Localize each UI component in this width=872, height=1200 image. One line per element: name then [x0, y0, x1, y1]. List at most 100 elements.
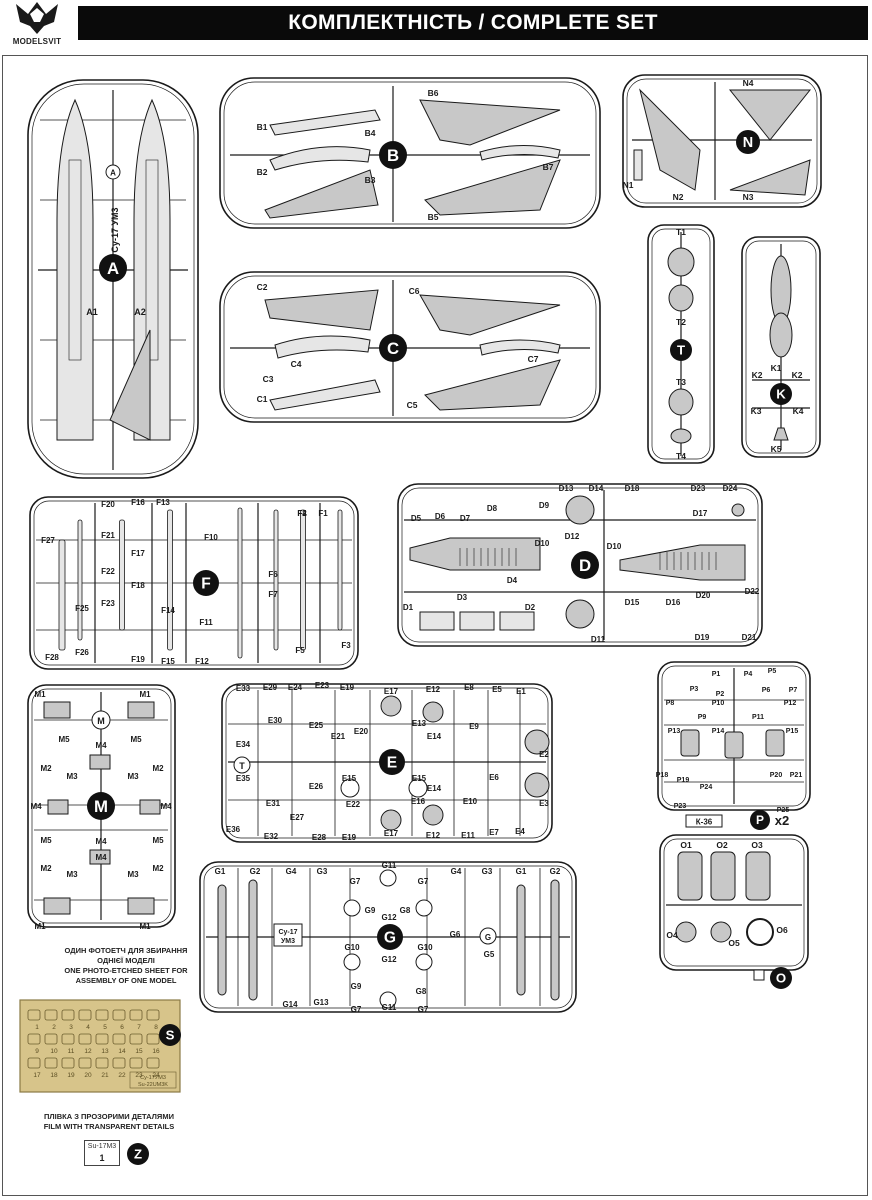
part-label: M5 — [40, 836, 52, 845]
sprue-marking: Су-17 УМ3 — [110, 207, 120, 252]
etch-label-box — [129, 1071, 177, 1089]
etch-part-number: 5 — [103, 1024, 107, 1031]
part-f-rod — [119, 519, 125, 631]
part-label: M2 — [152, 764, 164, 773]
etch-part — [146, 1009, 160, 1021]
part-label: M2 — [40, 864, 52, 873]
sprue-a-frame — [27, 79, 199, 479]
part-label: E15 — [412, 774, 427, 783]
panel-line — [68, 159, 82, 361]
part-label: E14 — [427, 784, 442, 793]
part-label: E7 — [489, 828, 499, 837]
sprue-m-frame — [27, 684, 176, 928]
part-t-shape — [667, 247, 695, 277]
part-label: P24 — [700, 784, 713, 791]
part-label: F26 — [75, 648, 89, 657]
sprue-e-frame — [221, 683, 553, 843]
part-label: D11 — [591, 635, 606, 644]
part-label: N4 — [743, 78, 754, 88]
part-label: D12 — [565, 532, 580, 541]
sprue-letter: A — [107, 259, 119, 278]
part-label: E8 — [464, 683, 474, 692]
part-label: G8 — [400, 906, 411, 915]
part-label: D7 — [460, 514, 471, 523]
part-label: F11 — [199, 618, 213, 627]
part-label: G12 — [381, 955, 397, 964]
part-label: B1 — [257, 122, 268, 132]
sprue-frame-inner — [31, 688, 172, 924]
part-m4 — [89, 849, 111, 865]
part-g-tank — [217, 884, 227, 996]
sprue-letter: E — [387, 754, 397, 771]
sprue-t-frame — [647, 224, 715, 464]
wheel — [380, 809, 402, 831]
part-label: P5 — [768, 668, 777, 675]
sprue-letter-badge — [377, 924, 403, 950]
sprue-id-circle — [91, 710, 111, 730]
part-f-rod — [167, 509, 173, 651]
part-e-disc — [524, 772, 550, 798]
part-c7 — [479, 339, 561, 356]
part-label: M3 — [127, 870, 139, 879]
part-label: M3 — [127, 772, 139, 781]
part-label: P13 — [668, 728, 681, 735]
part-label: E31 — [266, 799, 281, 808]
sprue-letter-badge — [571, 551, 599, 579]
part-label: P20 — [770, 772, 783, 779]
part-label: E13 — [412, 719, 427, 728]
part-label: M3 — [66, 870, 78, 879]
part-p-seat — [680, 729, 700, 757]
sprue-id-letter: G — [485, 933, 491, 942]
part-label: E21 — [331, 732, 346, 741]
part-label: F2 — [297, 509, 307, 518]
part-m4 — [47, 799, 69, 815]
part-label: N3 — [743, 192, 754, 202]
etch-part-number: 15 — [135, 1048, 143, 1055]
part-label: M2 — [152, 864, 164, 873]
part-label: E11 — [461, 831, 475, 840]
part-label: B7 — [543, 162, 554, 172]
part-label: E34 — [236, 740, 251, 749]
sprue-letter: G — [384, 929, 396, 946]
part-o6 — [746, 918, 774, 946]
part-label: G11 — [382, 861, 397, 870]
part-label: D19 — [695, 633, 710, 642]
caption-line: ASSEMBLY OF ONE MODEL — [75, 976, 177, 985]
etch-part — [78, 1009, 92, 1021]
part-label: M5 — [152, 836, 164, 845]
etch-part — [61, 1057, 75, 1069]
etch-part-number: 6 — [120, 1024, 124, 1031]
part-t-shape — [668, 284, 694, 312]
part-label: E29 — [263, 683, 278, 692]
part-label: G12 — [381, 913, 397, 922]
etch-part — [27, 1057, 41, 1069]
part-label: K2 — [792, 370, 803, 380]
part-f-rod — [237, 507, 243, 659]
etch-part-number: 20 — [84, 1072, 92, 1079]
part-label: G6 — [450, 930, 461, 939]
sprue-frame-inner — [651, 228, 711, 460]
part-label: P1 — [712, 671, 721, 678]
part-label: E4 — [515, 827, 525, 836]
part-label: D6 — [435, 512, 446, 521]
part-k5 — [773, 427, 789, 441]
part-label: N1 — [623, 180, 634, 190]
tail-fin — [109, 329, 151, 441]
part-label: E2 — [539, 750, 549, 759]
etch-part-number: 3 — [69, 1024, 73, 1031]
part-g-ring — [343, 899, 361, 917]
part-label: G7 — [418, 1005, 429, 1014]
part-label: G4 — [286, 867, 297, 876]
sprue-frame-inner — [663, 838, 805, 967]
sprue-letter-badge — [770, 383, 792, 405]
sprue-letter: B — [387, 146, 399, 165]
wheel — [380, 695, 402, 717]
brand-logo: MODELSVIT — [0, 0, 74, 50]
part-label: P10 — [712, 700, 725, 707]
sprue-id-letter: M — [97, 716, 105, 726]
etch-part-number: 12 — [84, 1048, 92, 1055]
